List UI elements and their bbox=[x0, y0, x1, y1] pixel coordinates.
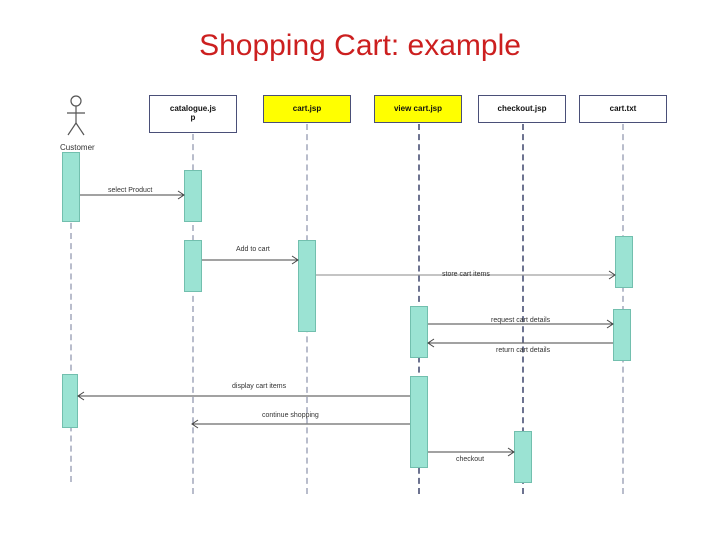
message-label: checkout bbox=[456, 456, 485, 463]
slide-title: Shopping Cart: example bbox=[199, 29, 521, 62]
participant-label: checkout.jsp bbox=[497, 104, 547, 113]
lifeline-catalogue bbox=[192, 134, 194, 494]
activation-bar bbox=[410, 376, 428, 468]
stick-figure-icon bbox=[67, 95, 85, 136]
participant-view-cart-jsp: view cart.jsp bbox=[374, 95, 462, 123]
participant-checkout-jsp: checkout.jsp bbox=[478, 95, 566, 123]
message-label: display cart items bbox=[232, 383, 287, 390]
participant-label-cont: p bbox=[190, 113, 196, 122]
activation-bar bbox=[514, 431, 532, 483]
lifeline-checkout-jsp bbox=[522, 124, 524, 494]
message-label: select Product bbox=[108, 187, 153, 194]
participant-label: cart.jsp bbox=[292, 104, 322, 113]
message-label: Add to cart bbox=[236, 246, 270, 253]
message-label: return cart details bbox=[496, 347, 551, 354]
activation-bar bbox=[62, 374, 78, 428]
participant-catalogue: catalogue.js p bbox=[149, 95, 237, 133]
lifeline-customer bbox=[70, 152, 72, 482]
message-label: store cart items bbox=[442, 271, 490, 278]
actor-label: Customer bbox=[60, 143, 95, 152]
activation-bar bbox=[615, 236, 633, 288]
participant-cart-txt: cart.txt bbox=[579, 95, 667, 123]
participant-label: view cart.jsp bbox=[393, 104, 443, 113]
message-label: continue shopping bbox=[262, 412, 319, 419]
activation-bar bbox=[184, 170, 202, 222]
activation-bar bbox=[62, 152, 80, 222]
activation-bar bbox=[298, 240, 316, 332]
activation-bar bbox=[184, 240, 202, 292]
message-label: request cart details bbox=[491, 317, 551, 324]
participant-label: cart.txt bbox=[609, 104, 637, 113]
participant-cart-jsp: cart.jsp bbox=[263, 95, 351, 123]
sequence-diagram bbox=[55, 88, 671, 498]
activation-bar bbox=[613, 309, 631, 361]
participant-label: catalogue.js bbox=[169, 104, 217, 113]
activation-bar bbox=[410, 306, 428, 358]
